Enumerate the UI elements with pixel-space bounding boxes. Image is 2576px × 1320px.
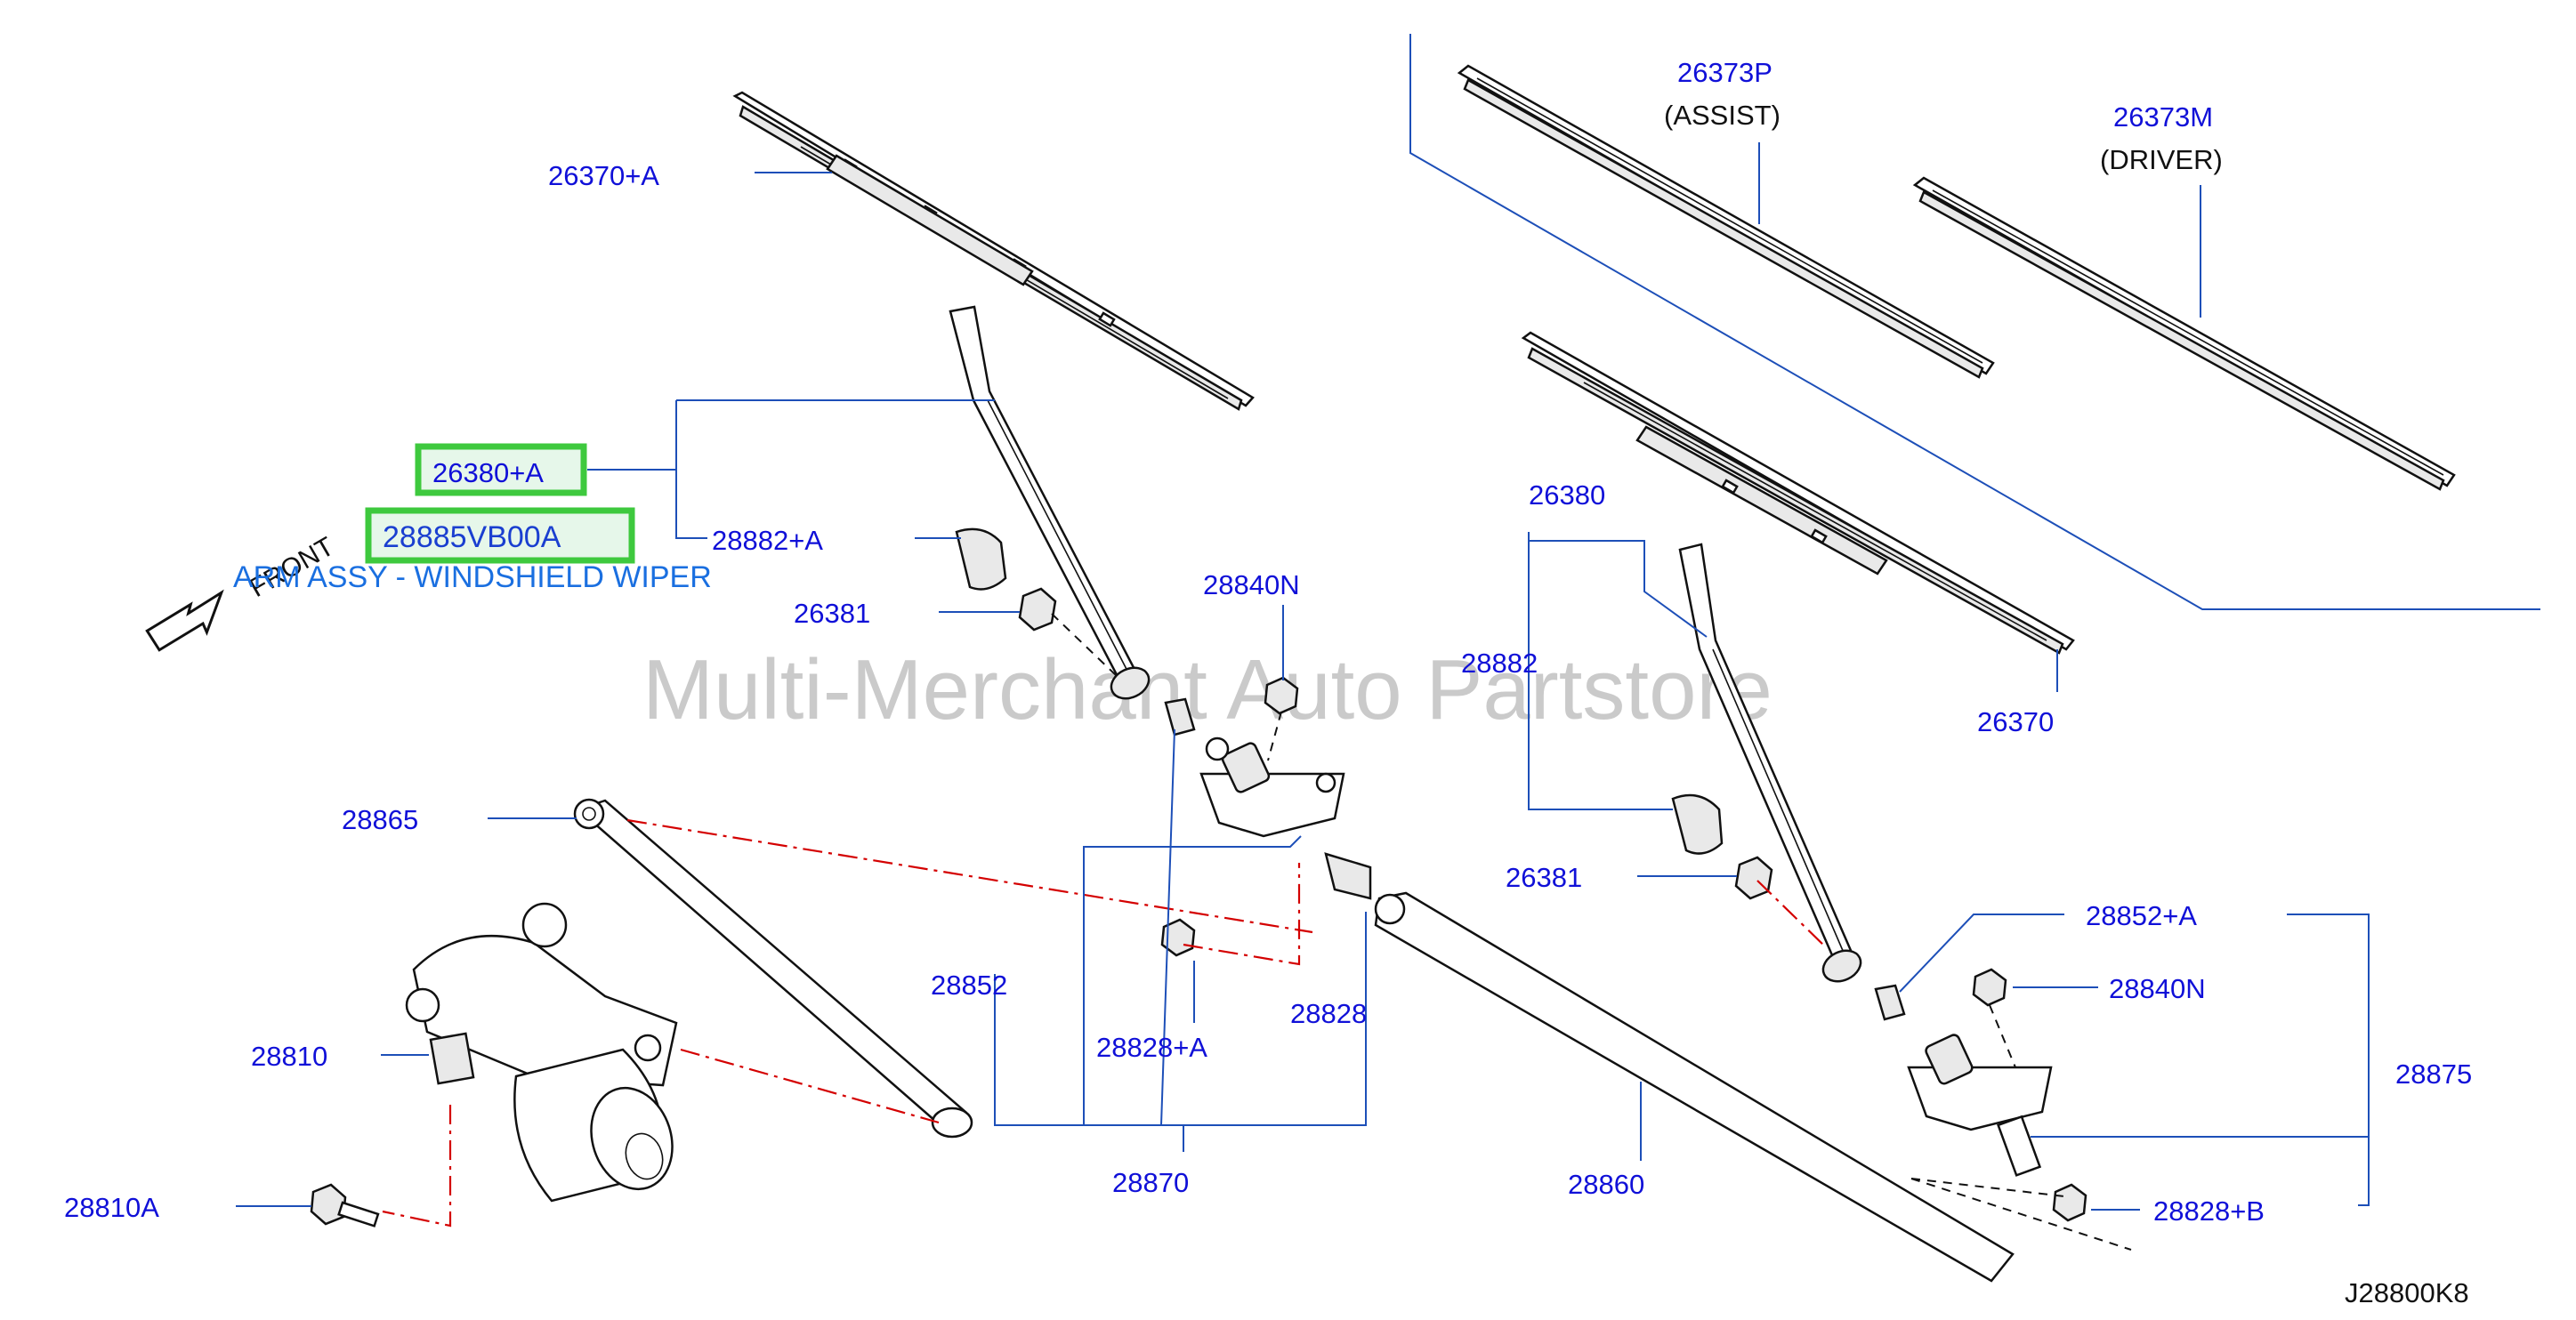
label-28882: 28882 [1461, 648, 1538, 679]
link-rod-28865 [573, 798, 973, 1139]
alignment-lines [382, 818, 1827, 1227]
label-28828: 28828 [1290, 998, 1367, 1029]
label-26380a: 26380+A [432, 457, 544, 488]
label-28810a: 28810A [64, 1192, 159, 1223]
label-28828b: 28828+B [2153, 1195, 2265, 1227]
pivot-assembly-right [1874, 984, 2053, 1177]
label-28865: 28865 [342, 804, 418, 835]
blade-refill-driver [1912, 176, 2456, 491]
pivot-cap-right [1671, 793, 1724, 855]
blade-refill-assist [1457, 64, 1995, 379]
label-28840n-right: 28840N [2109, 973, 2206, 1004]
label-28882a: 28882+A [712, 525, 823, 556]
caption-arm-assy: ARM ASSY - WINDSHIELD WIPER [233, 560, 712, 594]
highlight-28885vb00a: 28885VB00A [365, 507, 635, 564]
label-26373p-note: (ASSIST) [1664, 100, 1781, 131]
wiper-blade-right [1521, 331, 2075, 655]
pivot-assembly-left [1164, 697, 1345, 838]
motor-bolt [310, 1183, 380, 1227]
nut-28828b [2052, 1183, 2087, 1222]
link-rod-28860 [1324, 852, 2015, 1283]
label-28875: 28875 [2395, 1058, 2472, 1090]
label-26370: 26370 [1977, 706, 2054, 737]
label-28852a: 28852+A [2086, 900, 2197, 931]
wiper-blade-left [732, 91, 1255, 411]
label-28870: 28870 [1112, 1167, 1189, 1198]
nut-26381-right [1734, 856, 1773, 900]
label-28828a: 28828+A [1096, 1032, 1207, 1063]
highlight-26380a: 26380+A [415, 443, 587, 496]
section-boundary-line [1409, 34, 2540, 610]
label-26381-right: 26381 [1506, 862, 1582, 893]
leader-lines [236, 142, 2370, 1211]
label-26373m-note: (DRIVER) [2100, 144, 2223, 175]
nut-26381-left [1018, 587, 1057, 632]
label-28885vb00a: 28885VB00A [383, 520, 561, 554]
label-26373p: 26373P [1677, 57, 1773, 88]
wiper-motor [405, 902, 678, 1203]
label-26380: 26380 [1529, 479, 1605, 511]
label-28852: 28852 [931, 970, 1007, 1001]
nut-28840n-right [1972, 968, 2007, 1007]
pivot-cap-left [955, 527, 1007, 591]
label-28810: 28810 [251, 1041, 327, 1072]
black-dashed-lines [1051, 613, 2132, 1251]
label-26381-left: 26381 [794, 598, 870, 629]
wiper-arm-right [1678, 543, 1862, 983]
drawing-code: J28800K8 [2345, 1277, 2469, 1308]
label-28860: 28860 [1568, 1169, 1644, 1200]
label-26373m: 26373M [2113, 101, 2213, 133]
nut-28828a [1160, 918, 1196, 957]
label-26370a: 26370+A [548, 160, 659, 191]
label-28840n-left: 28840N [1203, 569, 1300, 600]
watermark-text: Multi-Merchant Auto Partstore [642, 642, 1773, 737]
